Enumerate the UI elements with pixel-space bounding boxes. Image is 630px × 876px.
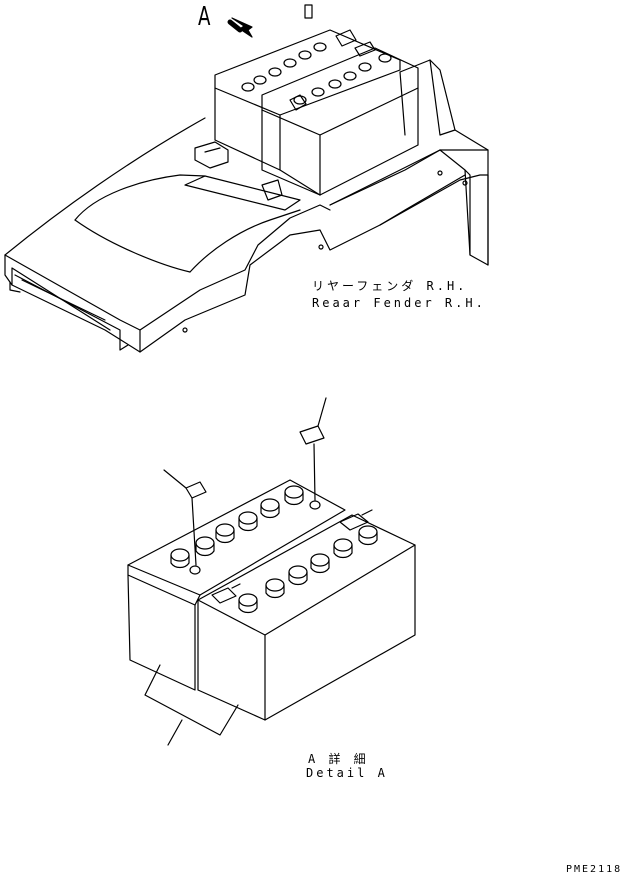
- fender-label-jp: リヤーフェンダ R.H.: [312, 279, 468, 293]
- detail-label-jp: A 詳 細: [308, 752, 369, 766]
- view-arrow-icon: [227, 17, 253, 38]
- rear-fender-assembly: [4, 4, 489, 353]
- detail-battery-right: [197, 509, 416, 721]
- detail-a-batteries: [127, 397, 416, 746]
- detail-battery-left: [127, 479, 346, 691]
- fender-body: [4, 174, 489, 353]
- drawing-code: PME2118: [566, 864, 623, 875]
- fender-label-en: Reaar Fender R.H.: [312, 296, 486, 310]
- view-letter: A: [198, 2, 211, 32]
- terminal-clamp-left: [163, 469, 207, 566]
- terminal-clamp-right: [299, 397, 327, 501]
- detail-label-en: Detail A: [306, 766, 388, 780]
- fender-battery-left: [214, 29, 401, 196]
- fender-battery-right: [261, 47, 419, 196]
